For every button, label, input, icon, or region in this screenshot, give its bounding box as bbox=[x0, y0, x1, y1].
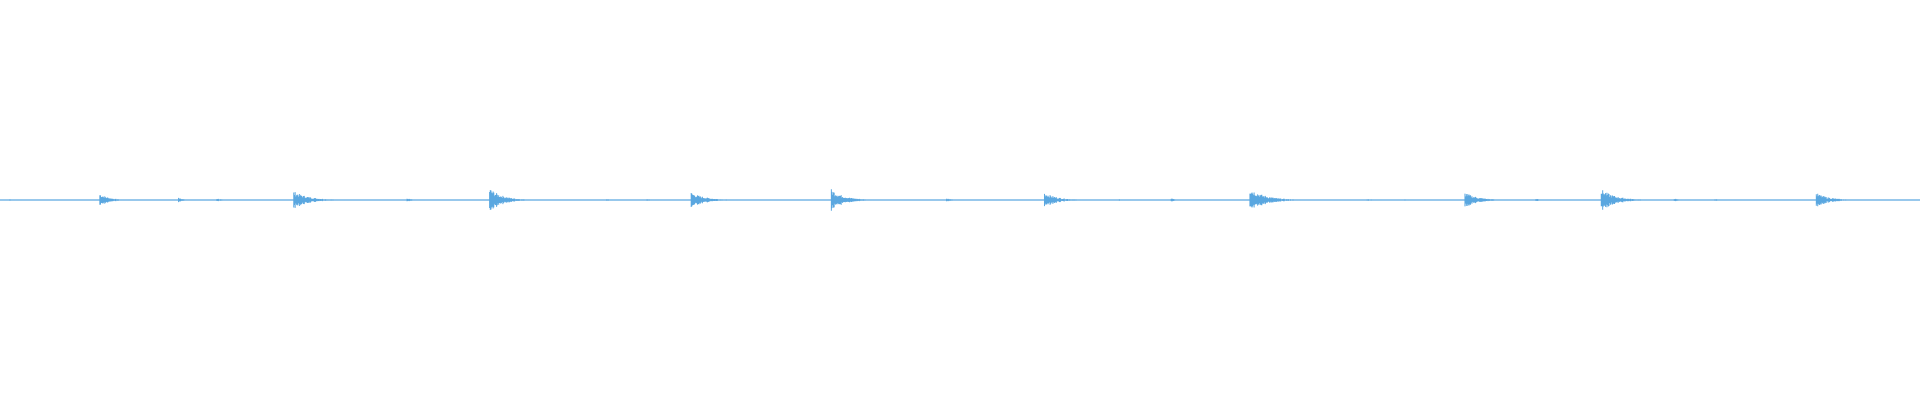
waveform-burst bbox=[1403, 199, 1417, 201]
waveform-burst bbox=[216, 198, 231, 202]
waveform-burst bbox=[1118, 199, 1133, 201]
waveform-burst bbox=[606, 199, 620, 201]
waveform-burst bbox=[690, 193, 738, 207]
waveform-burst bbox=[178, 197, 196, 203]
waveform-burst bbox=[646, 199, 661, 201]
waveform-burst bbox=[99, 195, 130, 205]
waveform-burst bbox=[489, 190, 533, 210]
waveform-burst bbox=[1815, 193, 1859, 207]
waveform-burst bbox=[406, 198, 425, 202]
waveform-burst bbox=[830, 189, 874, 211]
waveform-burst bbox=[1600, 190, 1648, 210]
waveform-burst bbox=[1043, 193, 1087, 207]
waveform-burst bbox=[1366, 199, 1385, 201]
waveform-bursts bbox=[9, 189, 1859, 211]
waveform-burst bbox=[1535, 199, 1554, 201]
waveform-burst bbox=[1249, 192, 1301, 208]
waveform-burst bbox=[1464, 193, 1508, 207]
waveform-burst bbox=[293, 192, 345, 208]
waveform-burst bbox=[1673, 198, 1692, 202]
waveform-burst bbox=[9, 199, 23, 201]
waveform-burst bbox=[946, 198, 964, 202]
waveform-burst bbox=[1170, 198, 1185, 202]
waveform-burst bbox=[1714, 199, 1728, 201]
